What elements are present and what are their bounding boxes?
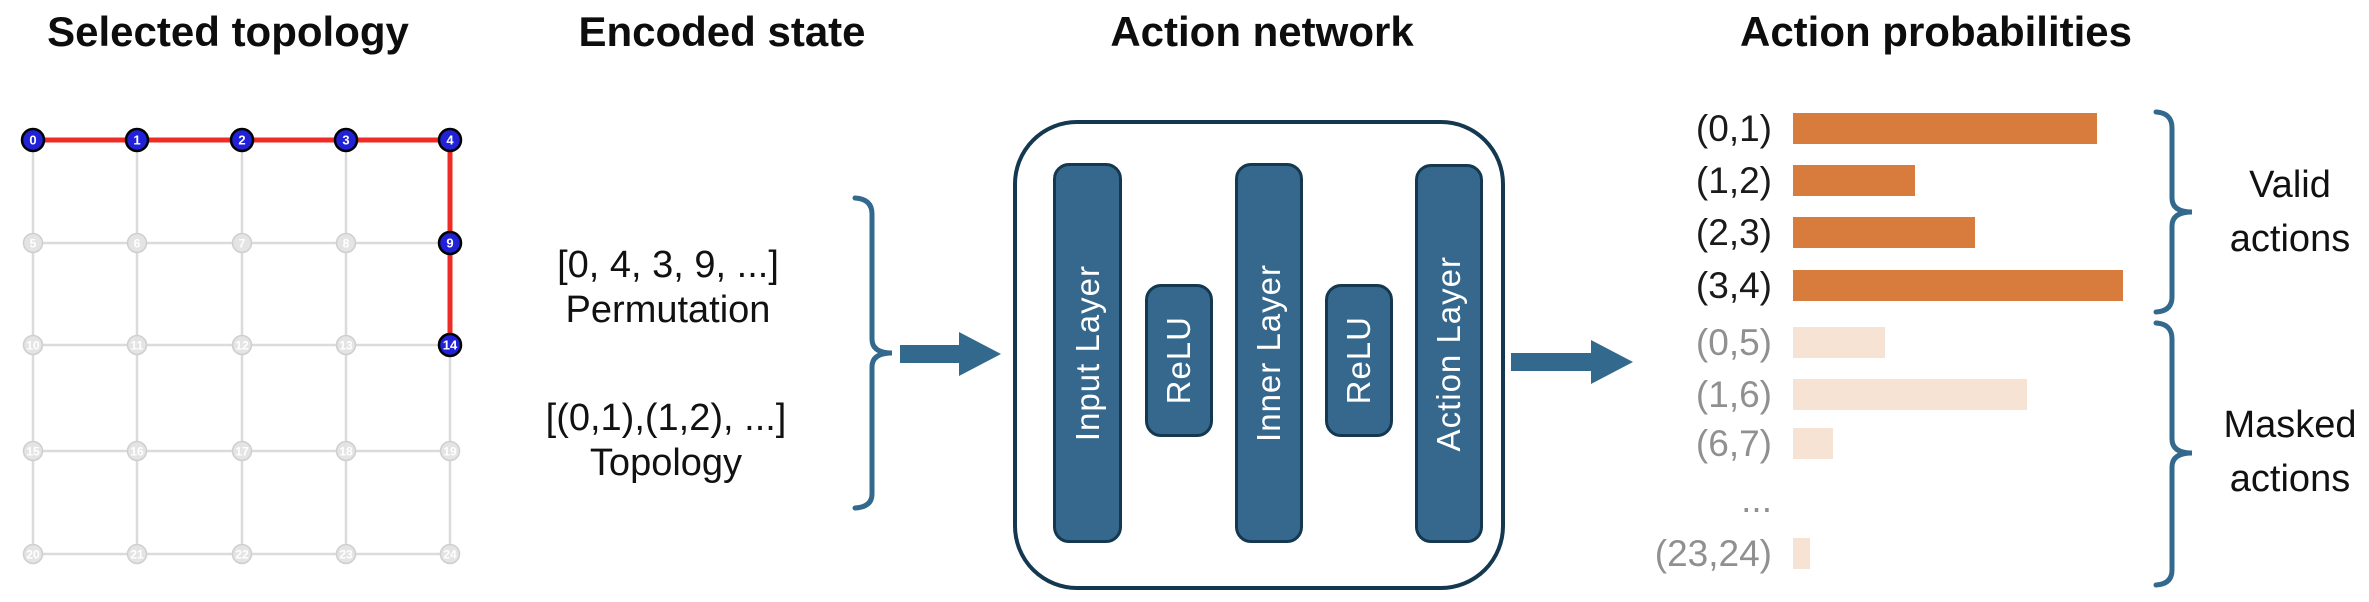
grid-node: 15 xyxy=(22,440,44,462)
probability-bar-valid xyxy=(1793,113,2097,144)
action-label: (0,1) xyxy=(1695,107,1772,149)
masked-actions-label: Masked actions xyxy=(2223,404,2357,500)
action-label: (0,5) xyxy=(1695,321,1772,363)
grid-node: 23 xyxy=(335,543,357,565)
node-label: 3 xyxy=(342,133,349,148)
flow-arrow-network-to-probabilities-icon xyxy=(1511,340,1633,384)
node-label: 9 xyxy=(446,236,453,251)
selected-node: 1 xyxy=(124,127,150,153)
node-label: 16 xyxy=(130,444,144,458)
layer-label: Inner Layer xyxy=(1250,264,1287,442)
layer-label: Input Layer xyxy=(1068,264,1106,442)
panel-title-action-network: Action network xyxy=(1110,8,1414,55)
grid-node: 7 xyxy=(231,232,253,254)
node-label: 10 xyxy=(26,338,40,352)
grid-node: 19 xyxy=(439,440,461,462)
node-label: 11 xyxy=(131,338,144,352)
layer-label: ReLU xyxy=(1160,316,1197,405)
topology-label: Topology xyxy=(589,442,743,484)
node-label: 12 xyxy=(235,338,249,352)
grid-node: 5 xyxy=(22,232,44,254)
grid-node: 20 xyxy=(22,543,44,565)
node-label: 24 xyxy=(443,547,457,561)
selected-node: 14 xyxy=(437,332,463,358)
probability-bar-masked xyxy=(1793,327,1885,358)
valid-actions-brace xyxy=(2153,109,2193,315)
layer-label: Action Layer xyxy=(1430,255,1467,452)
node-label: 4 xyxy=(446,133,454,148)
node-label: 6 xyxy=(134,236,141,250)
node-label: 21 xyxy=(130,547,144,561)
network-layer-relu: ReLU xyxy=(1145,284,1213,437)
node-label: 2 xyxy=(238,133,245,148)
probability-bar-masked xyxy=(1793,538,1810,569)
selected-node: 2 xyxy=(229,127,255,153)
selected-node: 9 xyxy=(437,230,463,256)
node-label: 22 xyxy=(235,547,249,561)
action-label: (2,3) xyxy=(1695,211,1772,253)
action-label: (1,2) xyxy=(1695,159,1772,201)
node-label: 14 xyxy=(443,338,458,353)
node-label: 19 xyxy=(443,444,457,458)
probability-bar-valid xyxy=(1793,270,2123,301)
grid-node: 10 xyxy=(22,334,44,356)
network-layer-input-layer: Input Layer xyxy=(1053,163,1122,543)
node-label: 17 xyxy=(235,444,249,458)
grid-node: 11 xyxy=(126,334,148,356)
node-label: 7 xyxy=(239,236,246,250)
probability-bar-valid xyxy=(1793,165,1915,196)
permutation-value: [0, 4, 3, 9, ...] xyxy=(557,244,779,286)
valid-actions-label: Valid actions xyxy=(2229,164,2351,260)
layer-label: ReLU xyxy=(1340,316,1377,405)
node-label: 8 xyxy=(343,236,350,250)
probability-bar-masked xyxy=(1793,428,1833,459)
node-label: 1 xyxy=(133,133,140,148)
node-label: 13 xyxy=(339,338,353,352)
grid-node: 13 xyxy=(335,334,357,356)
network-layer-inner-layer: Inner Layer xyxy=(1235,163,1303,543)
panel-title-encoded-state: Encoded state xyxy=(578,8,866,55)
probability-bar-valid xyxy=(1793,217,1975,248)
node-label: 15 xyxy=(26,444,40,458)
grid-node: 24 xyxy=(439,543,461,565)
permutation-label: Permutation xyxy=(565,289,771,331)
grid-node: 22 xyxy=(231,543,253,565)
grid-node: 16 xyxy=(126,440,148,462)
network-layer-action-layer: Action Layer xyxy=(1415,164,1483,543)
grid-node: 6 xyxy=(126,232,148,254)
encoded-state-brace xyxy=(852,195,893,511)
node-label: 18 xyxy=(339,444,353,458)
encoded-state-permutation: [0, 4, 3, 9, ...] Permutation xyxy=(557,243,779,333)
masked-actions-brace xyxy=(2153,320,2193,588)
grid-node: 21 xyxy=(126,543,148,565)
grid-node: 18 xyxy=(335,440,357,462)
topology-value: [(0,1),(1,2), ...] xyxy=(545,397,787,439)
node-label: 5 xyxy=(30,236,37,250)
probability-bar-masked xyxy=(1793,379,2027,410)
panel-title-action-probabilities: Action probabilities xyxy=(1739,8,2133,55)
action-label: (1,6) xyxy=(1695,373,1772,415)
grid-node: 12 xyxy=(231,334,253,356)
node-label: 23 xyxy=(339,547,353,561)
selected-node: 0 xyxy=(20,127,46,153)
node-label: 0 xyxy=(29,133,36,148)
grid-node: 8 xyxy=(335,232,357,254)
action-label: (3,4) xyxy=(1695,264,1772,306)
panel-title-selected-topology: Selected topology xyxy=(47,8,409,55)
encoded-state-topology: [(0,1),(1,2), ...] Topology xyxy=(546,396,787,486)
grid-node: 17 xyxy=(231,440,253,462)
selected-node: 4 xyxy=(437,127,463,153)
action-ellipsis-label: ... xyxy=(1741,478,1772,520)
action-label: (6,7) xyxy=(1695,422,1772,464)
network-layer-relu: ReLU xyxy=(1325,284,1393,437)
action-label: (23,24) xyxy=(1654,532,1772,574)
flow-arrow-state-to-network-icon xyxy=(900,332,1001,376)
node-label: 20 xyxy=(26,547,40,561)
selected-node: 3 xyxy=(333,127,359,153)
